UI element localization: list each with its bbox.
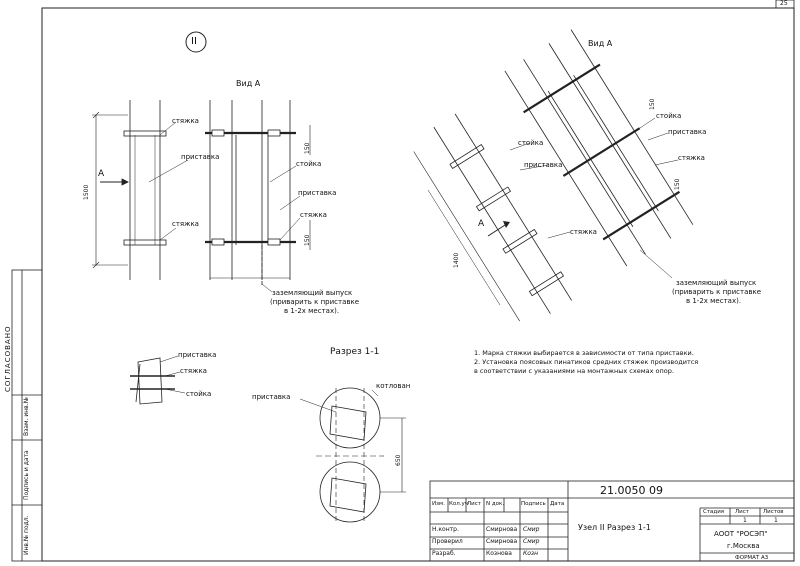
- section-title: Разрез 1-1: [330, 347, 380, 357]
- view-right-label-stoyka-right: стойка: [656, 112, 682, 120]
- tb-header-kolych: Кол.уч: [449, 501, 469, 507]
- tb-row-3-role: Разраб.: [432, 550, 456, 557]
- tb-sheet-value: 1: [743, 517, 747, 524]
- note-2: 2. Установка поясовых пинатиков средних …: [474, 358, 699, 366]
- tb-stage-header: Стадия: [703, 509, 725, 515]
- view-left-dim-bottom: 150: [304, 234, 311, 246]
- sheet-format: ФОРМАТ А3: [735, 555, 769, 561]
- view-left-note-3: в 1-2х местах).: [284, 307, 340, 315]
- tb-row-1-sign: Смир: [523, 526, 540, 533]
- view-right-dim-top: 150: [649, 98, 656, 110]
- side-stamp-cell-3: Инв.№ подл.: [23, 515, 30, 556]
- view-left-arrow-label: A: [98, 169, 105, 179]
- note-1: 1. Марка стяжки выбирается в зависимости…: [474, 349, 694, 357]
- view-left-dim-top: 150: [304, 142, 311, 154]
- view-right-label-styazhka-right: стяжка: [678, 154, 705, 162]
- view-right-arrow: [487, 221, 510, 237]
- tb-header-izm: Изм.: [432, 501, 445, 507]
- view-left-label-styazhka-right: стяжка: [300, 211, 327, 219]
- view-right-label-stoyka-left: стойка: [518, 139, 544, 147]
- view-left-label-stoyka: стойка: [296, 160, 322, 168]
- view-left-note-2: (приварить к приставке: [270, 298, 360, 306]
- view-left-label-pristavka-right: приставка: [298, 189, 337, 197]
- view-right-arrow-label: A: [478, 219, 485, 229]
- tb-sheets-header: Листов: [763, 509, 784, 515]
- view-right-note-2: (приварить к приставке: [672, 288, 762, 296]
- view-left-label-styazhka-top: стяжка: [172, 117, 199, 125]
- view-right-label-styazhka-left: стяжка: [570, 228, 597, 236]
- tb-title: Узел II Разрез 1-1: [578, 523, 651, 532]
- section-drawing: [299, 387, 406, 523]
- doc-number: 21.0050 09: [600, 484, 663, 497]
- section-dim: 650: [395, 454, 402, 466]
- view-right-note-1: заземляющий выпуск: [676, 279, 757, 287]
- page-number-box: [775, 0, 795, 9]
- view-left-note-1: заземляющий выпуск: [272, 289, 353, 297]
- tb-row-1-name: Смирнова: [486, 526, 518, 533]
- plan-small-drawing: [130, 355, 186, 405]
- side-stamp: [11, 269, 43, 562]
- view-left-label-styazhka-bottom: стяжка: [172, 220, 199, 228]
- tb-header-data: Дата: [550, 501, 565, 507]
- tb-sheets-value: 1: [774, 517, 778, 524]
- note-3: в соответствии с указаниями на монтажных…: [474, 367, 674, 375]
- section-label-pristavka: приставка: [252, 393, 291, 401]
- view-left-title: Вид А: [236, 79, 261, 88]
- view-right-leaders: [427, 117, 679, 306]
- node-marker-label: II: [191, 36, 197, 47]
- plan-label-styazhka: стяжка: [180, 367, 207, 375]
- side-stamp-cell-1: Взам. инв.№: [23, 397, 30, 436]
- tb-row-3-name: Кознова: [486, 550, 512, 557]
- view-left-dim-total: 1500: [83, 184, 90, 200]
- view-left-drawing: [92, 100, 311, 293]
- tb-row-1-role: Н.контр.: [432, 526, 459, 533]
- tb-row-3-sign: Козн: [523, 550, 539, 557]
- tb-row-2-sign: Смир: [523, 538, 540, 545]
- side-stamp-cell-2: Подпись и дата: [23, 450, 30, 500]
- plan-label-stoyka: стойка: [186, 390, 212, 398]
- tb-sheet-header: Лист: [735, 509, 749, 515]
- view-left-label-pristavka: приставка: [181, 153, 220, 161]
- tb-org-line2: г.Москва: [727, 542, 760, 550]
- view-right-label-pristavka-left: приставка: [524, 161, 563, 169]
- tb-header-list: Лист: [467, 501, 481, 507]
- view-right-title: Вид А: [588, 39, 613, 48]
- tb-org-line1: АООТ "РОСЭП": [714, 530, 768, 538]
- tb-header-podpis: Подпись: [521, 501, 546, 507]
- node-marker-circle: [185, 31, 207, 53]
- tb-header-ndok: N док.: [486, 501, 505, 507]
- side-stamp-agreed: СОГЛАСОВАНО: [4, 325, 12, 392]
- view-right-dim-total: 1400: [453, 252, 460, 268]
- tb-row-2-name: Смирнова: [486, 538, 518, 545]
- plan-label-pristavka: приставка: [178, 351, 217, 359]
- view-right-dim-bottom: 150: [674, 178, 681, 190]
- view-right-label-pristavka-right: приставка: [668, 128, 707, 136]
- page-number: 25: [780, 0, 788, 7]
- view-right-drawing: [413, 29, 694, 322]
- title-block-frame: [429, 480, 795, 562]
- view-right-note-3: в 1-2х местах).: [686, 297, 742, 305]
- tb-row-2-role: Проверил: [432, 538, 463, 545]
- section-label-kotlovan: котлован: [376, 382, 411, 390]
